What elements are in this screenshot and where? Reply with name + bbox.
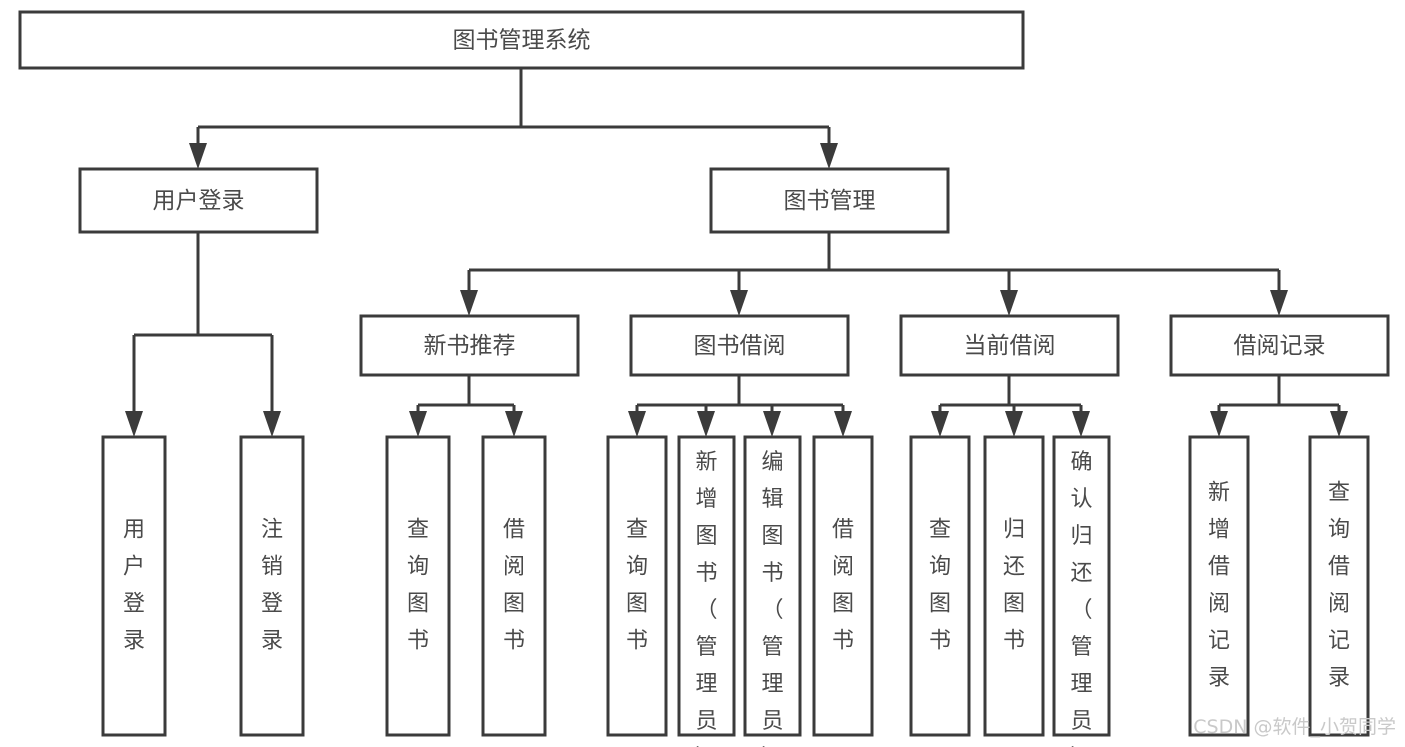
arrow-head-icon (834, 411, 852, 437)
arrow-head-icon (730, 290, 748, 316)
node-label: 用户登录 (153, 188, 245, 214)
node-box[interactable] (983, 435, 1045, 737)
node-leaf-add-book-admin[interactable]: 新增图书（管理员） (677, 435, 736, 747)
node-label: 确认归还（管理员） (1070, 450, 1092, 747)
node-box[interactable] (385, 435, 451, 737)
node-box[interactable] (1308, 435, 1370, 737)
node-box[interactable] (239, 435, 305, 737)
node-label: 借阅记录 (1234, 333, 1326, 359)
node-label: 借阅图书 (832, 518, 854, 654)
arrow-head-icon (1000, 290, 1018, 316)
arrow-head-icon (697, 411, 715, 437)
node-label: 查询图书 (929, 518, 951, 654)
node-leaf-add-borrow-record[interactable]: 新增借阅记录 (1188, 435, 1250, 737)
node-leaf-query-book-recommend[interactable]: 查询图书 (385, 435, 451, 737)
node-label: 借阅图书 (503, 518, 525, 654)
node-label: 当前借阅 (964, 333, 1056, 359)
node-leaf-borrow-book[interactable]: 借阅图书 (812, 435, 874, 737)
node-box[interactable] (101, 435, 167, 737)
node-box[interactable] (812, 435, 874, 737)
node-leaf-borrow-book-recommend[interactable]: 借阅图书 (481, 435, 547, 737)
arrow-head-icon (1210, 411, 1228, 437)
nodes-layer: 图书管理系统用户登录图书管理新书推荐图书借阅当前借阅借阅记录用户登录注销登录查询… (18, 10, 1390, 747)
node-label: 用户登录 (123, 518, 145, 654)
node-box[interactable] (1169, 314, 1390, 377)
arrow-head-icon (460, 290, 478, 316)
arrow-head-icon (505, 411, 523, 437)
node-box[interactable] (18, 10, 1025, 70)
node-label: 注销登录 (261, 518, 283, 654)
arrow-head-icon (763, 411, 781, 437)
node-box[interactable] (359, 314, 580, 377)
node-leaf-logout-login[interactable]: 注销登录 (239, 435, 305, 737)
arrow-head-icon (628, 411, 646, 437)
node-label: 新增借阅记录 (1208, 481, 1230, 691)
node-book-borrow[interactable]: 图书借阅 (629, 314, 850, 377)
node-borrow-record[interactable]: 借阅记录 (1169, 314, 1390, 377)
node-leaf-user-login[interactable]: 用户登录 (101, 435, 167, 737)
node-label: 图书管理 (784, 188, 876, 214)
node-new-book-recommend[interactable]: 新书推荐 (359, 314, 580, 377)
node-label: 归还图书 (1003, 518, 1025, 654)
node-current-borrow[interactable]: 当前借阅 (899, 314, 1120, 377)
node-user-login[interactable]: 用户登录 (78, 167, 319, 234)
arrow-head-icon (1072, 411, 1090, 437)
node-label: 新增图书（管理员） (695, 450, 717, 747)
arrow-head-icon (189, 143, 207, 169)
node-leaf-query-borrow-record[interactable]: 查询借阅记录 (1308, 435, 1370, 737)
node-label: 新书推荐 (424, 333, 516, 359)
node-label: 查询图书 (407, 518, 429, 654)
node-box[interactable] (78, 167, 319, 234)
node-box[interactable] (1052, 435, 1111, 737)
node-box[interactable] (743, 435, 802, 737)
node-book-management[interactable]: 图书管理 (709, 167, 950, 234)
node-leaf-confirm-return-admin[interactable]: 确认归还（管理员） (1052, 435, 1111, 747)
node-box[interactable] (909, 435, 971, 737)
arrow-head-icon (1005, 411, 1023, 437)
connectors-layer (125, 68, 1348, 437)
arrow-head-icon (1270, 290, 1288, 316)
node-leaf-return-book[interactable]: 归还图书 (983, 435, 1045, 737)
node-label: 查询借阅记录 (1328, 481, 1350, 691)
node-leaf-query-book-current[interactable]: 查询图书 (909, 435, 971, 737)
node-label: 图书借阅 (694, 333, 786, 359)
node-leaf-query-book-borrow[interactable]: 查询图书 (606, 435, 668, 737)
node-box[interactable] (629, 314, 850, 377)
arrow-head-icon (1330, 411, 1348, 437)
arrow-head-icon (931, 411, 949, 437)
node-root[interactable]: 图书管理系统 (18, 10, 1025, 70)
arrow-head-icon (125, 411, 143, 437)
arrow-head-icon (263, 411, 281, 437)
node-box[interactable] (481, 435, 547, 737)
node-box[interactable] (709, 167, 950, 234)
arrow-head-icon (820, 143, 838, 169)
watermark-label: CSDN @软件_小贺同学 (1193, 716, 1396, 738)
arrow-head-icon (409, 411, 427, 437)
node-label: 图书管理系统 (453, 28, 591, 54)
node-box[interactable] (899, 314, 1120, 377)
node-label: 查询图书 (626, 518, 648, 654)
node-box[interactable] (1188, 435, 1250, 737)
node-box[interactable] (677, 435, 736, 737)
node-box[interactable] (606, 435, 668, 737)
node-leaf-edit-book-admin[interactable]: 编辑图书（管理员） (743, 435, 802, 747)
